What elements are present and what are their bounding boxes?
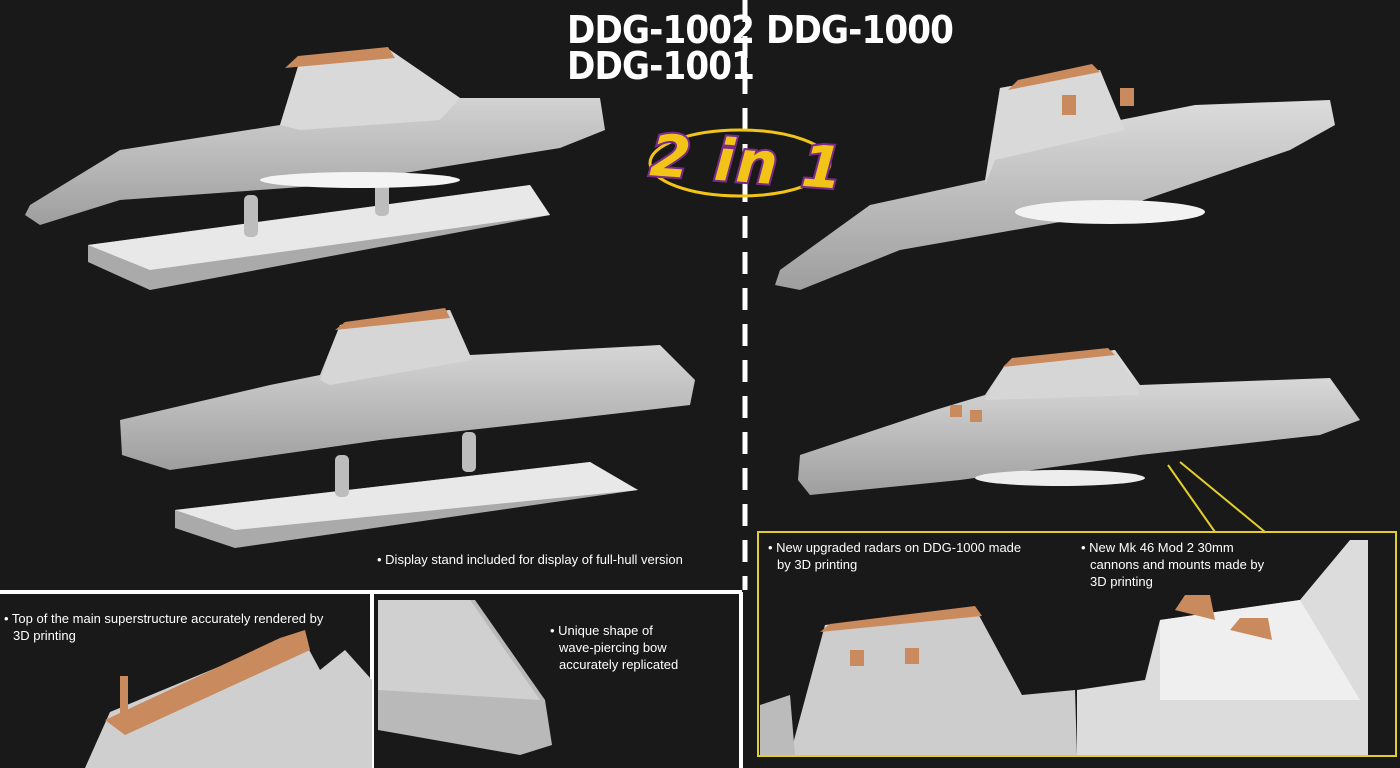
note-bow-line2: wave-piercing bow bbox=[559, 640, 667, 655]
note-superstructure: • Top of the main superstructure accurat… bbox=[4, 610, 323, 644]
note-cannons: • New Mk 46 Mod 2 30mm cannons and mount… bbox=[1081, 539, 1264, 590]
note-radars-line1: • New upgraded radars on DDG-1000 made bbox=[768, 540, 1022, 555]
detail-panels-left bbox=[0, 590, 743, 768]
detail-box-right bbox=[757, 461, 1397, 757]
note-cannons-line1: • New Mk 46 Mod 2 30mm bbox=[1081, 540, 1234, 555]
note-cannons-line2: cannons and mounts made by bbox=[1090, 557, 1265, 572]
ship-ddg1001-full-hull bbox=[120, 308, 695, 548]
note-radars-line2: by 3D printing bbox=[777, 557, 858, 572]
note-superstructure-line1: • Top of the main superstructure accurat… bbox=[4, 611, 324, 626]
ship-ddg1000-top bbox=[775, 64, 1335, 290]
badge-ring bbox=[648, 128, 832, 198]
note-bow-line3: accurately replicated bbox=[559, 657, 679, 672]
two-in-one-badge: 2 in 1 bbox=[646, 119, 849, 204]
note-display-stand: • Display stand included for display of … bbox=[377, 552, 683, 567]
ship-ddg1000-waterline bbox=[798, 348, 1360, 495]
note-bow-line1: • Unique shape of bbox=[550, 623, 653, 638]
note-cannons-line3: 3D printing bbox=[1090, 574, 1153, 589]
ship-ddg1002-full-hull bbox=[25, 47, 605, 290]
heading-ddg1000: DDG-1000 bbox=[766, 8, 954, 52]
heading-ddg1001: DDG-1001 bbox=[567, 44, 755, 88]
heading-ddg1002: DDG-1002 bbox=[567, 8, 755, 52]
note-superstructure-line2: 3D printing bbox=[13, 628, 76, 643]
note-radars: • New upgraded radars on DDG-1000 made b… bbox=[768, 539, 1021, 573]
note-bow: • Unique shape of wave-piercing bow accu… bbox=[550, 622, 678, 673]
